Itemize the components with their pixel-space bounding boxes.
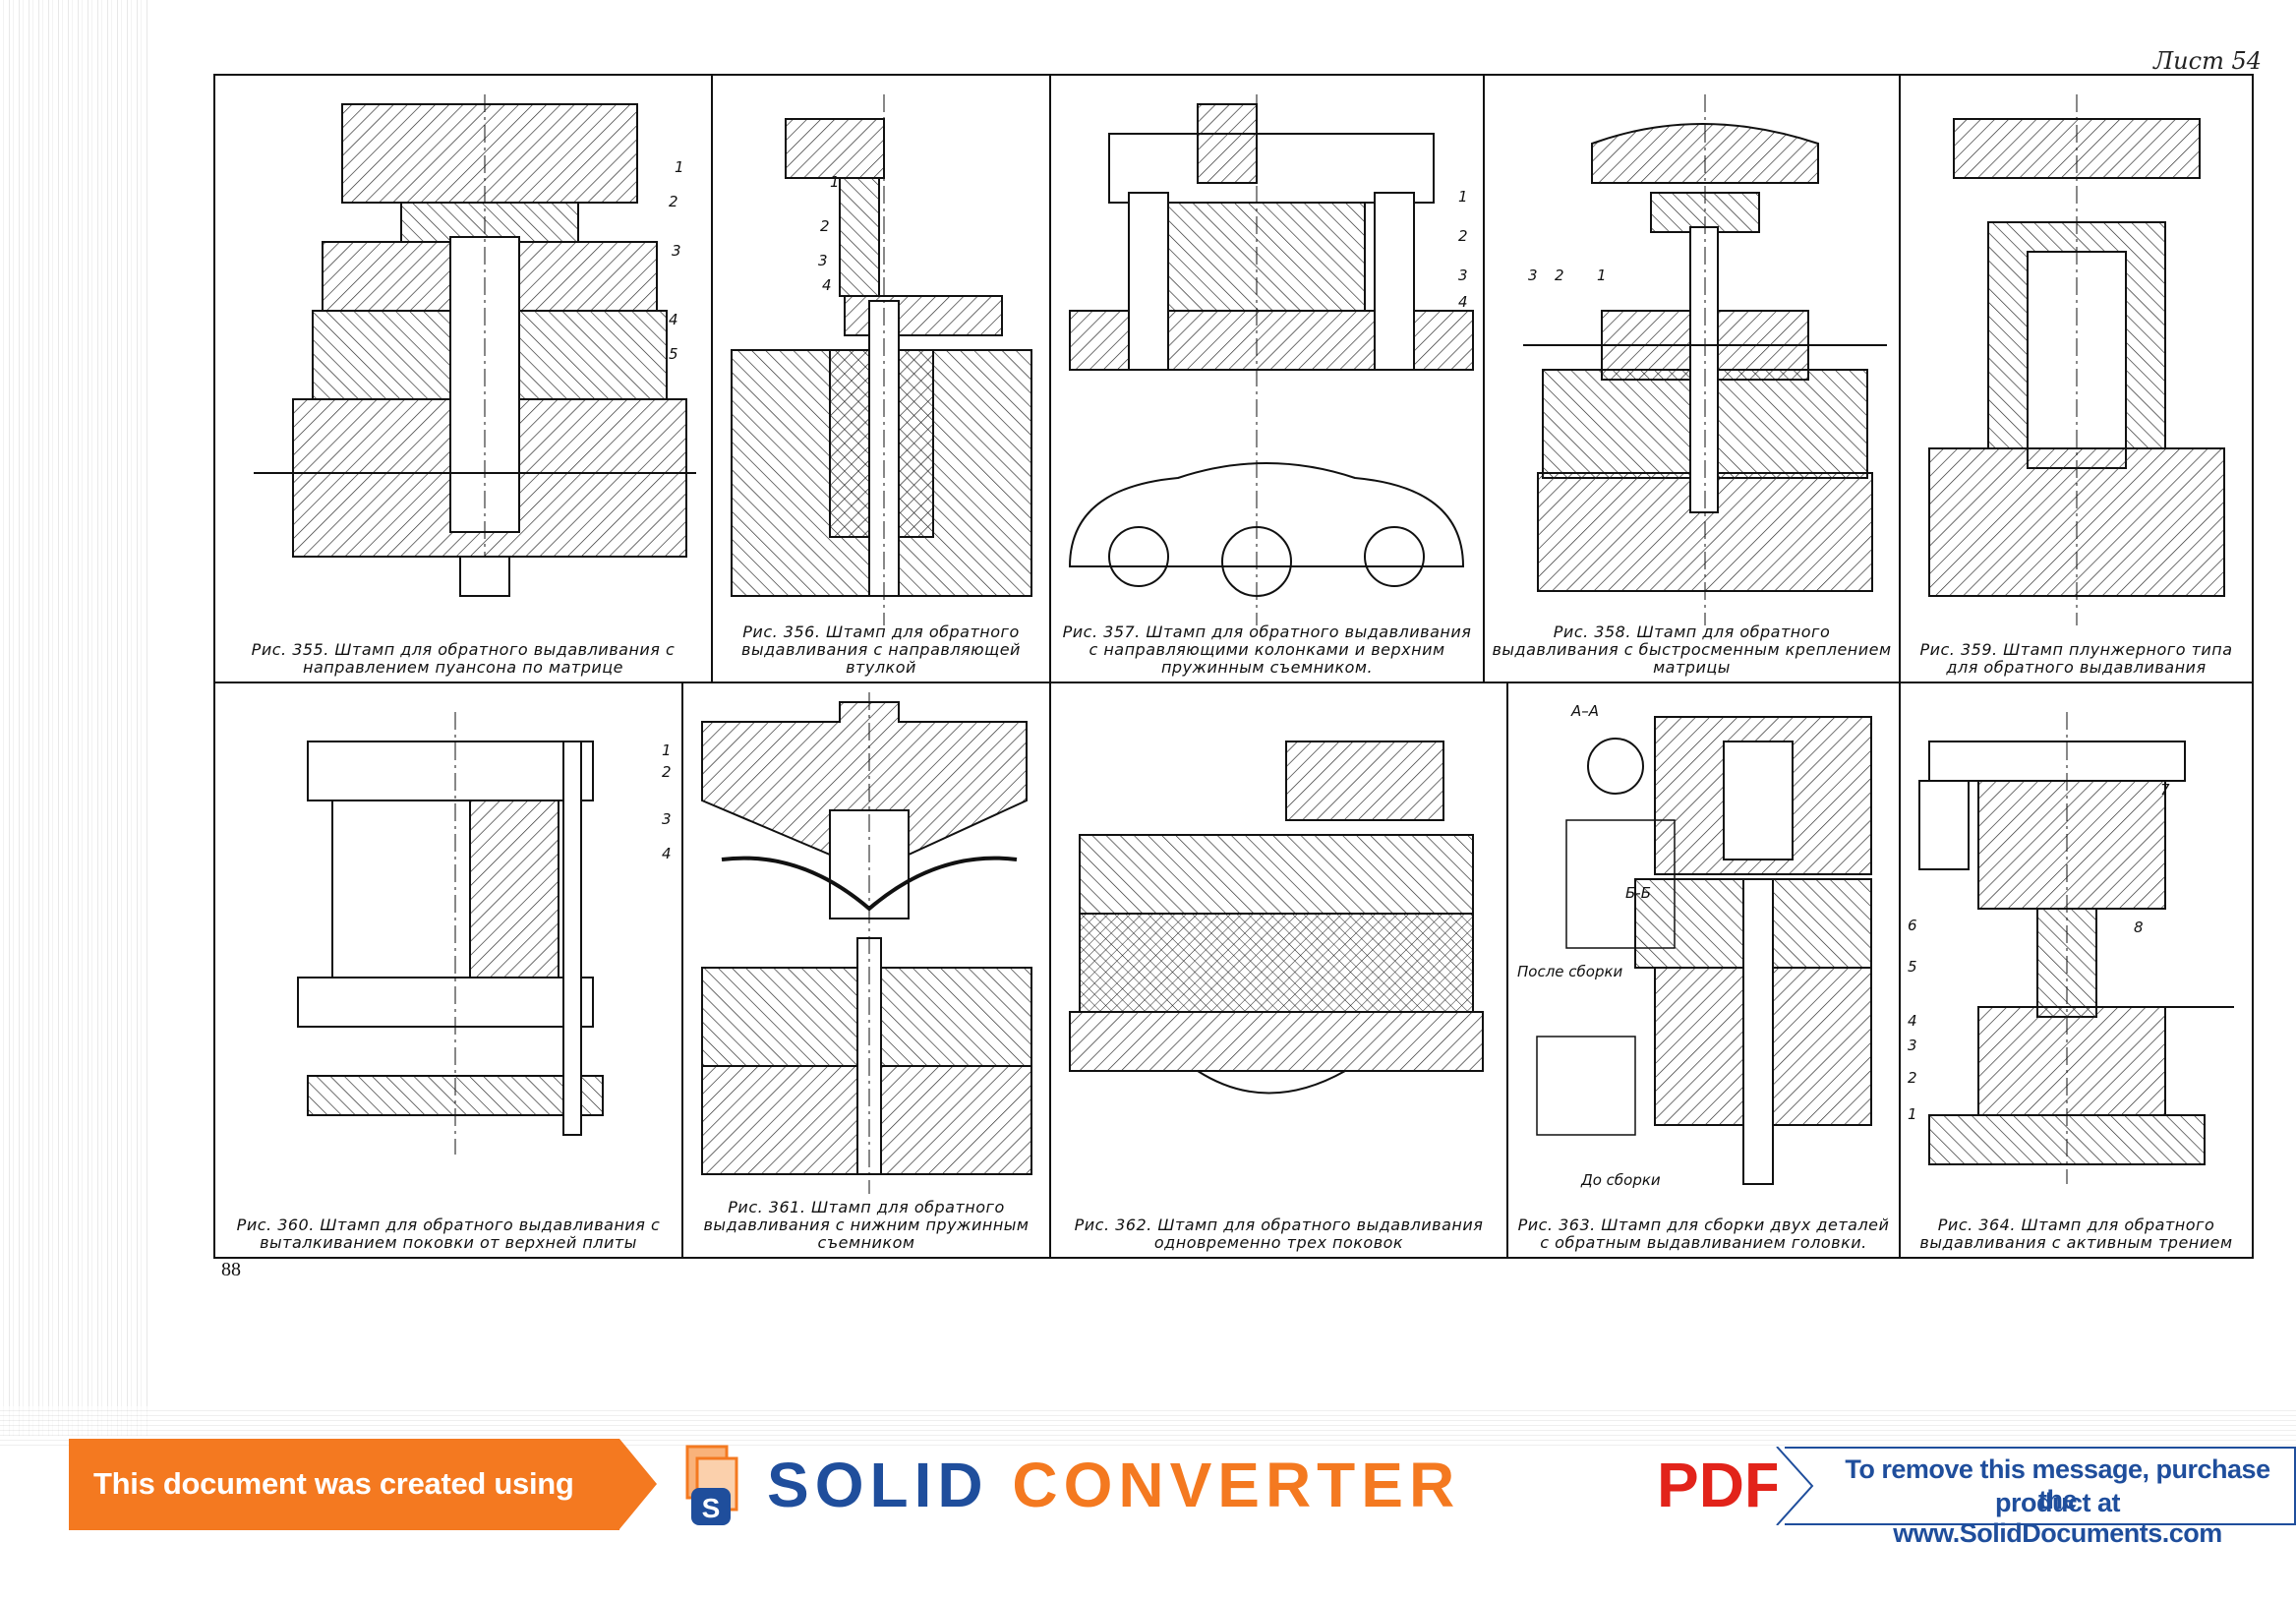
callout: 3 bbox=[818, 252, 828, 269]
figure-caption: Рис. 363. Штамп для сборки двух деталей … bbox=[1517, 1216, 1890, 1252]
figure-caption: Рис. 360. Штамп для обратного выдавливан… bbox=[236, 1216, 661, 1252]
figure-caption: Рис. 355. Штамп для обратного выдавливан… bbox=[251, 640, 676, 677]
banner-brand-text: SOLID CONVERTER bbox=[767, 1449, 1460, 1521]
figure-357: 1 2 3 4 Рис. 357. Штамп для обратного вы… bbox=[1049, 74, 1485, 683]
drawing-361 bbox=[701, 692, 1032, 1194]
drawing-363 bbox=[1536, 716, 1872, 1185]
callout: 3 bbox=[662, 810, 672, 828]
figure-caption: Рис. 359. Штамп плунжерного типа для обр… bbox=[1919, 640, 2233, 677]
figure-caption: Рис. 356. Штамп для обратного выдавливан… bbox=[741, 623, 1021, 677]
drawing-358 bbox=[1523, 94, 1887, 625]
banner-purchase-link[interactable]: product at www.SolidDocuments.com bbox=[1893, 1488, 2222, 1548]
drawing-360 bbox=[297, 712, 604, 1155]
callout: 5 bbox=[669, 345, 678, 363]
callout: 1 bbox=[662, 741, 672, 759]
drawing-355 bbox=[254, 94, 696, 597]
figure-362: Рис. 362. Штамп для обратного выдавливан… bbox=[1049, 682, 1508, 1259]
callout: 2 bbox=[662, 763, 672, 781]
banner-chevron-icon bbox=[1776, 1447, 1814, 1525]
callout: 4 bbox=[669, 311, 678, 328]
banner-purchase-line1: To remove this message, purchase the bbox=[1845, 1454, 2270, 1514]
drawing-364 bbox=[1918, 712, 2234, 1184]
figure-caption: Рис. 361. Штамп для обратного выдавливан… bbox=[703, 1198, 1030, 1252]
figure-caption: Рис. 364. Штамп для обратного выдавливан… bbox=[1919, 1216, 2233, 1252]
scan-edge-artifact bbox=[0, 0, 147, 1436]
callout: 1 bbox=[830, 173, 840, 191]
callout: 3 bbox=[1528, 267, 1538, 284]
sheet-label: Лист 54 bbox=[2153, 47, 2262, 75]
callout: 1 bbox=[675, 158, 684, 176]
callout: До сборки bbox=[1581, 1171, 1661, 1189]
converter-banner[interactable]: This document was created using S SOLID … bbox=[69, 1439, 2296, 1548]
brand-converter: CONVERTER bbox=[1012, 1450, 1461, 1520]
figure-359: Рис. 359. Штамп плунжерного типа для обр… bbox=[1899, 74, 2254, 683]
callout: 4 bbox=[822, 276, 832, 294]
solid-documents-logo-icon: S bbox=[685, 1445, 738, 1525]
figure-364: 7 6 8 5 4 3 2 1 Рис. 364. Штамп для обра… bbox=[1899, 682, 2254, 1259]
figure-355: 1 2 3 4 5 Рис. 355. Штамп для обратного … bbox=[213, 74, 713, 683]
svg-text:S: S bbox=[702, 1493, 721, 1523]
figure-caption: Рис. 358. Штамп для обратного выдавливан… bbox=[1492, 623, 1892, 677]
callout: После сборки bbox=[1517, 963, 1623, 980]
callout: 1 bbox=[1908, 1105, 1917, 1123]
banner-purchase-box[interactable]: To remove this message, purchase the pro… bbox=[1785, 1447, 2296, 1548]
callout: 1 bbox=[1458, 188, 1468, 206]
figure-caption: Рис. 362. Штамп для обратного выдавливан… bbox=[1074, 1216, 1484, 1252]
banner-arrow-shape bbox=[619, 1439, 657, 1529]
callout: 3 bbox=[672, 242, 681, 260]
figure-363: А–А После сборки До сборки Б-Б Рис. 363.… bbox=[1506, 682, 1901, 1259]
callout: А–А bbox=[1571, 702, 1600, 720]
figure-356: 1 2 3 4 Рис. 356. Штамп для обратного вы… bbox=[711, 74, 1051, 683]
brand-solid: SOLID bbox=[767, 1450, 989, 1520]
callout: 2 bbox=[1458, 227, 1468, 245]
callout: 2 bbox=[1555, 267, 1564, 284]
callout: Б-Б bbox=[1625, 884, 1651, 902]
callout: 5 bbox=[1908, 958, 1917, 976]
callout: 6 bbox=[1908, 917, 1917, 934]
callout: 4 bbox=[1908, 1012, 1917, 1030]
banner-created-using-text: This document was created using bbox=[93, 1466, 574, 1501]
drawing-359 bbox=[1928, 94, 2225, 625]
callout: 2 bbox=[669, 193, 678, 210]
callout: 7 bbox=[2160, 781, 2170, 799]
callout: 8 bbox=[2134, 919, 2144, 936]
callout: 4 bbox=[662, 845, 672, 862]
figure-caption: Рис. 357. Штамп для обратного выдавливан… bbox=[1062, 623, 1472, 677]
drawing-362 bbox=[1069, 741, 1484, 1095]
drawing-356 bbox=[731, 94, 1032, 625]
callout: 4 bbox=[1458, 293, 1468, 311]
figure-358: 3 2 1 Рис. 358. Штамп для обратного выда… bbox=[1483, 74, 1901, 683]
callout: 3 bbox=[1908, 1037, 1917, 1054]
callout: 1 bbox=[1597, 267, 1607, 284]
page-number: 88 bbox=[221, 1259, 241, 1280]
drawing-357 bbox=[1068, 94, 1474, 625]
figure-361: Рис. 361. Штамп для обратного выдавливан… bbox=[681, 682, 1051, 1259]
callout: 2 bbox=[820, 217, 830, 235]
figure-360: 1 2 3 4 Рис. 360. Штамп для обратного вы… bbox=[213, 682, 683, 1259]
brand-pdf: PDF bbox=[1657, 1450, 1783, 1520]
banner-left-panel: This document was created using bbox=[69, 1439, 619, 1530]
callout: 2 bbox=[1908, 1069, 1917, 1087]
callout: 3 bbox=[1458, 267, 1468, 284]
